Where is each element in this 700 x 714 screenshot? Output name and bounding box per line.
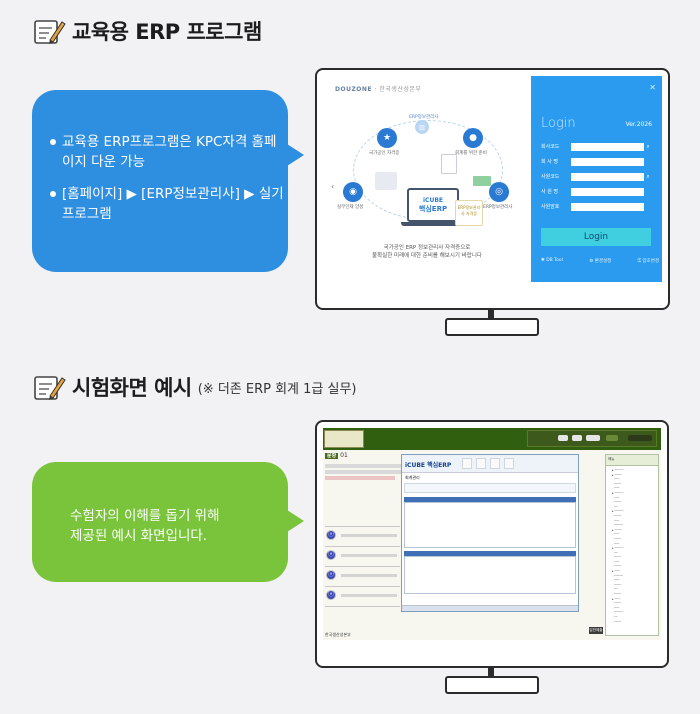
- close-icon[interactable]: ✕: [649, 83, 656, 92]
- bulb-icon: ●: [463, 128, 483, 148]
- grid-header: [404, 551, 576, 556]
- grid-header: [404, 497, 576, 502]
- answer-option-4[interactable]: ⓥ: [326, 590, 336, 600]
- notepad-pencil-icon: [34, 376, 66, 400]
- info-bubble-example: 수험자의 이해를 돕기 위해 제공된 예시 화면입니다.: [32, 462, 304, 582]
- search-icon[interactable]: ⌕: [646, 172, 650, 180]
- person-icon: ◉: [343, 182, 363, 202]
- login-panel: ✕ Login Ver.2026 회사코드 ⌕ 회 사 명 사원코드 ⌕ 사 원…: [531, 76, 662, 282]
- toolbar-button[interactable]: [504, 458, 514, 469]
- company-code-input[interactable]: [571, 142, 644, 151]
- question-text: [325, 464, 401, 480]
- feature-label: ERP정보관리사: [483, 205, 513, 210]
- login-screen: DOUZONE · 한국생산성본부 ‹ ★ 국가공인 자격증 ▥ ERP정보관리…: [323, 76, 662, 282]
- erp-subtitle: 회계관리: [405, 475, 420, 480]
- answer-option-3[interactable]: ⓥ: [326, 570, 336, 580]
- brand-logo: DOUZONE · 한국생산성본부: [335, 86, 422, 93]
- login-button[interactable]: Login: [541, 228, 651, 246]
- grid-body: [404, 556, 576, 594]
- bubble-line: 수험자의 이해를 돕기 위해: [70, 508, 220, 524]
- field-password: 사원암호: [541, 202, 653, 211]
- field-employee-name: 사 원 명: [541, 187, 653, 196]
- submit-button[interactable]: 답안제출: [589, 627, 603, 634]
- certificate-card: ERP정보관리사 자격증: [455, 200, 483, 226]
- info-list: 교육용 ERP프로그램은 KPC자격 홈페이지 다운 가능 [홈페이지] ▶ […: [50, 132, 288, 236]
- menu-tree: 메뉴 ▸ ───── ▸ ──── · ─── · ──── · ─── ▸ ─…: [605, 454, 659, 636]
- side-panel: [581, 454, 603, 636]
- exam-screen: 문항 01 ⓥ ⓥ ⓥ ⓥ iCUBE 핵심ERP 회계관리: [323, 428, 661, 640]
- section-title-text: 교육용 ERP 프로그램: [72, 20, 262, 44]
- employee-name-input[interactable]: [571, 187, 644, 196]
- monitor-stand: [445, 676, 539, 694]
- login-illustration: DOUZONE · 한국생산성본부 ‹ ★ 국가공인 자격증 ▥ ERP정보관리…: [323, 76, 531, 282]
- info-item: [홈페이지] ▶ [ERP정보관리사] ▶ 실기프로그램: [50, 184, 288, 224]
- document-icon: [441, 154, 457, 174]
- section-note: (※ 더존 ERP 회계 1급 실무): [197, 381, 357, 397]
- notepad-pencil-icon: [34, 20, 66, 44]
- exam-logo: [324, 430, 364, 448]
- building-icon: ▥: [415, 120, 429, 134]
- erp-status-bar: [402, 605, 578, 611]
- exam-topbar: [323, 428, 661, 450]
- info-bubble-download: 교육용 ERP프로그램은 KPC자격 홈페이지 다운 가능 [홈페이지] ▶ […: [32, 90, 304, 272]
- feature-label: ERP정보관리사: [409, 115, 439, 120]
- employee-code-input[interactable]: [571, 172, 644, 181]
- password-input[interactable]: [571, 202, 644, 211]
- feature-label: 회계를 위한 준비: [455, 151, 487, 156]
- medal-icon: ★: [377, 128, 397, 148]
- field-employee-code: 사원코드 ⌕: [541, 172, 653, 181]
- settings-link[interactable]: ⚙ 환경설정: [589, 259, 612, 264]
- money-icon: [473, 176, 491, 186]
- toolbar-button[interactable]: [490, 458, 500, 469]
- section-title-exam: 시험화면 예시 (※ 더존 ERP 회계 1급 실무): [32, 372, 357, 402]
- prev-arrow-icon[interactable]: ‹: [331, 182, 335, 191]
- change-password-link[interactable]: ⚿ 암호변경: [637, 259, 659, 264]
- feature-label: 실무인재 양성: [337, 205, 364, 210]
- erp-window-title: iCUBE 핵심ERP: [405, 462, 452, 469]
- login-tools: ✱ DB Tool ⚙ 환경설정 ⚿ 암호변경: [541, 258, 659, 264]
- section-title-text: 시험화면 예시: [72, 376, 192, 400]
- answer-option-2[interactable]: ⓥ: [326, 550, 336, 560]
- people-icon: ◎: [489, 182, 509, 202]
- exam-footer-logo: 한국생산성본부: [325, 632, 351, 637]
- calculator-icon: [375, 172, 397, 190]
- laptop-illustration: iCUBE 핵심ERP: [407, 188, 459, 222]
- login-title: Login: [541, 116, 576, 131]
- field-company-code: 회사코드 ⌕: [541, 142, 653, 151]
- feature-label: 국가공인 자격증: [369, 151, 400, 156]
- answer-option-1[interactable]: ⓥ: [326, 530, 336, 540]
- monitor-stand: [445, 318, 539, 336]
- bubble-line: 제공된 예시 화면입니다.: [70, 528, 208, 544]
- info-item: 교육용 ERP프로그램은 KPC자격 홈페이지 다운 가능: [50, 132, 288, 172]
- filter-bar: [404, 483, 576, 493]
- field-company-name: 회 사 명: [541, 157, 653, 166]
- login-caption: 국가공인 ERP 정보관리사 자격증으로 불확실한 미래에 대한 준비를 해보시…: [372, 245, 482, 259]
- db-tool-link[interactable]: ✱ DB Tool: [541, 258, 563, 263]
- exam-status-bar: [527, 430, 657, 447]
- company-name-input[interactable]: [571, 157, 644, 166]
- version-label: Ver.2026: [625, 121, 652, 128]
- toolbar-button[interactable]: [476, 458, 486, 469]
- grid-body: [404, 502, 576, 548]
- question-header: 문항 01: [325, 452, 348, 459]
- search-icon[interactable]: ⌕: [646, 142, 650, 150]
- erp-window: iCUBE 핵심ERP 회계관리: [401, 454, 579, 612]
- toolbar-button[interactable]: [462, 458, 472, 469]
- menu-tree-header: 메뉴: [606, 455, 658, 466]
- section-title-erp: 교육용 ERP 프로그램: [32, 16, 262, 46]
